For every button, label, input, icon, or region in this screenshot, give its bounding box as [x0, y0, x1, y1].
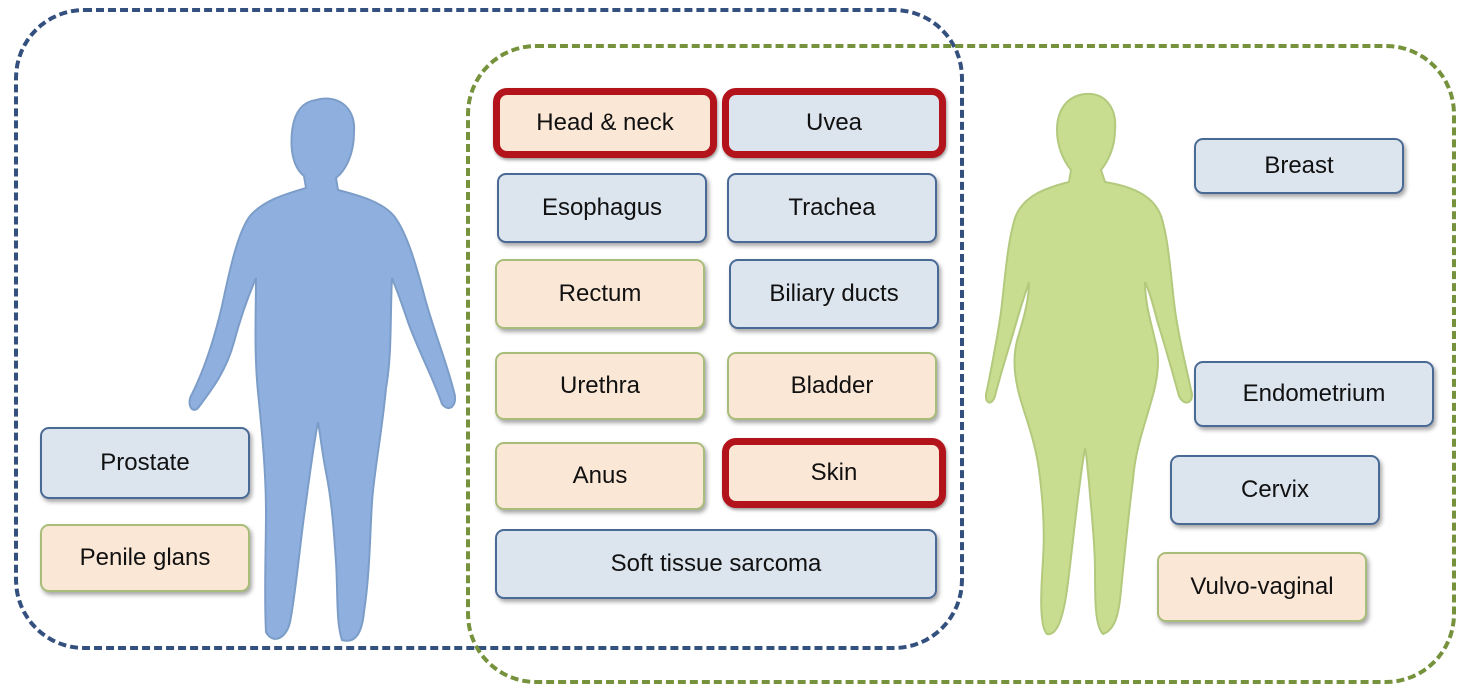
anus-box: Anus	[495, 442, 705, 510]
breast-box: Breast	[1194, 138, 1404, 194]
uvea-label: Uvea	[806, 109, 862, 137]
endometrium-box: Endometrium	[1194, 361, 1434, 427]
penile-glans-box: Penile glans	[40, 524, 250, 592]
rectum-label: Rectum	[559, 280, 642, 308]
head-neck-box: Head & neck	[493, 88, 717, 158]
urethra-box: Urethra	[495, 352, 705, 420]
penile-glans-label: Penile glans	[80, 544, 211, 572]
uvea-box: Uvea	[722, 88, 946, 158]
vulvo-vaginal-label: Vulvo-vaginal	[1190, 573, 1333, 601]
vulvo-vaginal-box: Vulvo-vaginal	[1157, 552, 1367, 622]
esophagus-label: Esophagus	[542, 194, 662, 222]
bladder-box: Bladder	[727, 352, 937, 420]
trachea-label: Trachea	[788, 194, 875, 222]
biliary-ducts-label: Biliary ducts	[769, 280, 898, 308]
bladder-label: Bladder	[791, 372, 874, 400]
prostate-box: Prostate	[40, 427, 250, 499]
anus-label: Anus	[573, 462, 628, 490]
esophagus-box: Esophagus	[497, 173, 707, 243]
endometrium-label: Endometrium	[1243, 380, 1386, 408]
trachea-box: Trachea	[727, 173, 937, 243]
prostate-label: Prostate	[100, 449, 189, 477]
cervix-box: Cervix	[1170, 455, 1380, 525]
urethra-label: Urethra	[560, 372, 640, 400]
biliary-ducts-box: Biliary ducts	[729, 259, 939, 329]
skin-box: Skin	[722, 438, 946, 508]
soft-tissue-sarcoma-box: Soft tissue sarcoma	[495, 529, 937, 599]
rectum-box: Rectum	[495, 259, 705, 329]
skin-label: Skin	[811, 459, 858, 487]
head-neck-label: Head & neck	[536, 109, 673, 137]
cervix-label: Cervix	[1241, 476, 1309, 504]
breast-label: Breast	[1264, 152, 1333, 180]
soft-tissue-sarcoma-label: Soft tissue sarcoma	[611, 550, 822, 578]
